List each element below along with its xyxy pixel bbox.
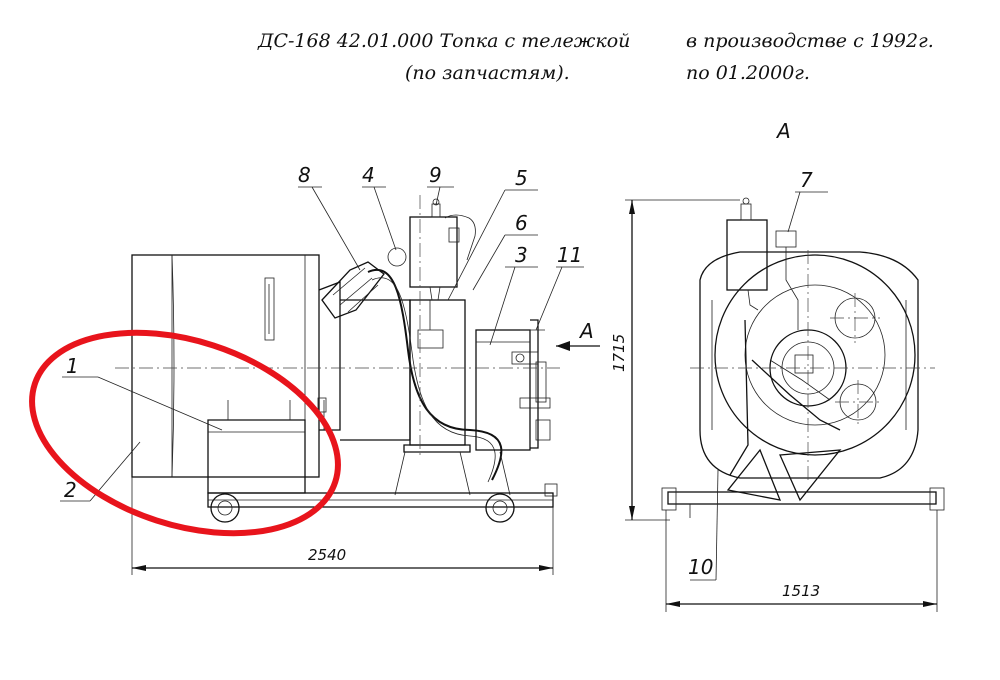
central-housing [409,299,466,446]
burner-disc [714,254,916,456]
callout-2: 2 [64,478,77,502]
furnace-body [131,254,320,478]
sight-glass [264,277,275,341]
end-fuel-tank [726,219,768,291]
side-view [115,195,600,523]
rear-wheel [485,493,515,523]
callout-7: 7 [800,168,813,192]
end-chute [726,448,842,502]
drawing-title: ДС-168 42.01.000 Топка с тележкой [258,30,631,52]
production-end: по 01.2000г. [686,62,810,84]
drawing-subtitle: (по запчастям). [405,62,570,84]
housing-end [699,251,919,479]
height-dimension: 1715 [610,334,628,372]
callout-5: 5 [515,166,528,190]
callout-11: 11 [557,243,582,267]
highlight-ellipse [29,329,341,537]
production-start: в производстве с 1992г. [686,30,934,52]
ash-pan [207,419,306,494]
callout-1: 1 [66,354,79,378]
length-dimension: 2540 [308,546,346,564]
end-frame [667,491,937,505]
callout-6: 6 [515,211,528,235]
width-dimension: 1513 [782,582,820,600]
section-arrow-label: А [578,319,594,343]
view-a-label: А [775,119,791,143]
callout-9: 9 [429,163,442,187]
callout-8: 8 [298,163,311,187]
burner-unit [321,261,385,319]
rear-unit [475,329,531,451]
front-wheel [210,493,240,523]
dimensions: 2540 1715 1513 [131,199,938,612]
callouts: 1 2 8 4 9 5 6 [60,119,828,581]
callout-10: 10 [688,555,713,579]
end-view-a [661,197,945,518]
callout-4: 4 [362,163,375,187]
callout-3: 3 [515,243,528,267]
fuel-tank [409,216,458,288]
fuel-hose [367,268,503,481]
